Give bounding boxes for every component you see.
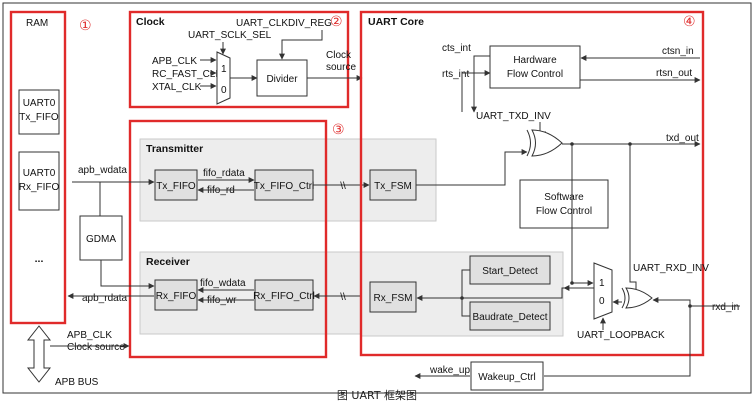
rxd-xor-gate <box>625 287 653 309</box>
uart-core-section: UART Core ④ cts_int rts_int Hardware Flo… <box>359 10 740 357</box>
start-detect-box <box>469 255 551 285</box>
apb-clk-label: APB_CLK <box>152 56 197 67</box>
wakeup-ctrl-label: Wakeup_Ctrl <box>478 372 535 383</box>
clock-title: Clock <box>136 16 165 28</box>
txd-inv-label: UART_TXD_INV <box>476 111 551 122</box>
rtsn-out-label: rtsn_out <box>656 68 692 79</box>
hw-flow-label-1: Hardware <box>513 55 557 66</box>
sw-flow-label-2: Flow Control <box>536 206 592 217</box>
rx-fifo-label: Rx_FIFO <box>156 291 197 302</box>
clock-mux-input-1: 1 <box>221 64 227 75</box>
marker-3: ③ <box>332 122 345 138</box>
clock-highlight-box <box>128 10 350 109</box>
divider-label: Divider <box>266 74 298 85</box>
rx-mux-input-1: 1 <box>599 278 605 289</box>
cts-int-label: cts_int <box>442 43 471 54</box>
clock-mux <box>216 51 231 105</box>
rx-fifo-box <box>154 279 198 311</box>
clock-mux-input-0: 0 <box>221 85 227 96</box>
apb-bus-arrow <box>26 325 52 383</box>
ram-tx-fifo-label-1: UART0 <box>23 98 56 109</box>
start-detect-label: Start_Detect <box>482 266 538 277</box>
tx-cross-mark: \\ <box>340 181 346 192</box>
ctsn-in-label: ctsn_in <box>662 46 694 57</box>
clock-source-label-1: Clock <box>326 50 352 61</box>
rts-int-label: rts_int <box>442 69 469 80</box>
marker-2: ② <box>330 14 343 30</box>
fifo-highlight-box <box>128 119 328 359</box>
fifo-wdata-label: fifo_wdata <box>200 278 246 289</box>
clock-section: Clock ② UART_CLKDIV_REG UART_SCLK_SEL AP… <box>128 10 363 109</box>
fifo-rdata-label: fifo_rdata <box>203 168 245 179</box>
uart-core-highlight-box <box>359 10 705 357</box>
ram-section: RAM ① UART0 Tx_FIFO UART0 Rx_FIFO ... <box>9 10 92 325</box>
hw-flow-label-2: Flow Control <box>507 69 563 80</box>
rx-fifo-ctrl-box <box>254 279 314 311</box>
uart-core-title: UART Core <box>368 16 424 28</box>
rx-fsm-label: Rx_FSM <box>374 293 413 304</box>
ram-tx-fifo-box <box>18 89 60 135</box>
rx-fsm-box <box>369 281 417 313</box>
tx-fifo-label: Tx_FIFO <box>156 181 196 192</box>
ram-rx-fifo-box <box>18 151 60 211</box>
tx-fsm-label: Tx_FSM <box>374 181 412 192</box>
receiver-title: Receiver <box>146 256 190 268</box>
rx-fifo-ctrl-label: Rx_FIFO_Ctrl <box>253 291 315 302</box>
outer-frame <box>2 2 752 394</box>
apb-wdata-label: apb_wdata <box>78 165 127 176</box>
loopback-label: UART_LOOPBACK <box>577 330 665 341</box>
tx-fifo-box <box>154 169 198 201</box>
rx-cross-mark: \\ <box>340 292 346 303</box>
bottom-section: APB_CLK Clock source APB BUS wake_up Wak… <box>26 306 691 391</box>
apb-bus-label: APB BUS <box>55 377 99 388</box>
apb-rdata-label: apb_rdata <box>82 293 127 304</box>
ram-rx-fifo-label-2: Rx_FIFO <box>19 182 60 193</box>
apb-clk-bottom-label: APB_CLK <box>67 330 112 341</box>
marker-4: ④ <box>683 14 696 30</box>
rxd-in-label: rxd_in <box>712 302 739 313</box>
clock-source-bottom-label: Clock source <box>67 342 125 353</box>
ram-rx-fifo-label-1: UART0 <box>23 168 56 179</box>
divider-box <box>256 59 308 97</box>
baudrate-detect-label: Baudrate_Detect <box>472 312 547 323</box>
software-flow-control-box <box>519 179 609 229</box>
tx-fifo-ctrl-box <box>254 169 314 201</box>
gdma-label: GDMA <box>86 234 116 245</box>
txd-xor-gate <box>531 129 563 157</box>
rx-mux-input-0: 0 <box>599 296 605 307</box>
gdma-box <box>79 215 123 261</box>
ram-title: RAM <box>26 18 48 29</box>
figure-caption: 图 UART 框架图 <box>337 389 417 401</box>
ram-more-ellipsis: ... <box>35 253 44 265</box>
clock-source-label-2: source <box>326 62 356 73</box>
marker-1: ① <box>79 18 92 34</box>
sclk-sel-label: UART_SCLK_SEL <box>188 30 272 41</box>
xtal-clk-label: XTAL_CLK <box>152 82 202 93</box>
rxd-inv-label: UART_RXD_INV <box>633 263 709 274</box>
tx-fsm-box <box>369 169 417 201</box>
wakeup-ctrl-box <box>470 361 544 391</box>
rx-loopback-mux <box>593 262 613 320</box>
txd-out-label: txd_out <box>666 133 699 144</box>
clkdiv-reg-label: UART_CLKDIV_REG <box>236 18 332 29</box>
ram-highlight-box <box>9 10 67 325</box>
sw-flow-label-1: Software <box>544 192 584 203</box>
tx-fifo-ctrl-label: Tx_FIFO_Ctrl <box>254 181 315 192</box>
transmitter-title: Transmitter <box>146 143 203 155</box>
hardware-flow-control-box <box>489 45 581 89</box>
wake-up-label: wake_up <box>429 365 470 376</box>
rc-fast-clk-label: RC_FAST_CLK <box>152 69 222 80</box>
ram-tx-fifo-label-2: Tx_FIFO <box>19 112 59 123</box>
baudrate-detect-box <box>469 301 551 331</box>
